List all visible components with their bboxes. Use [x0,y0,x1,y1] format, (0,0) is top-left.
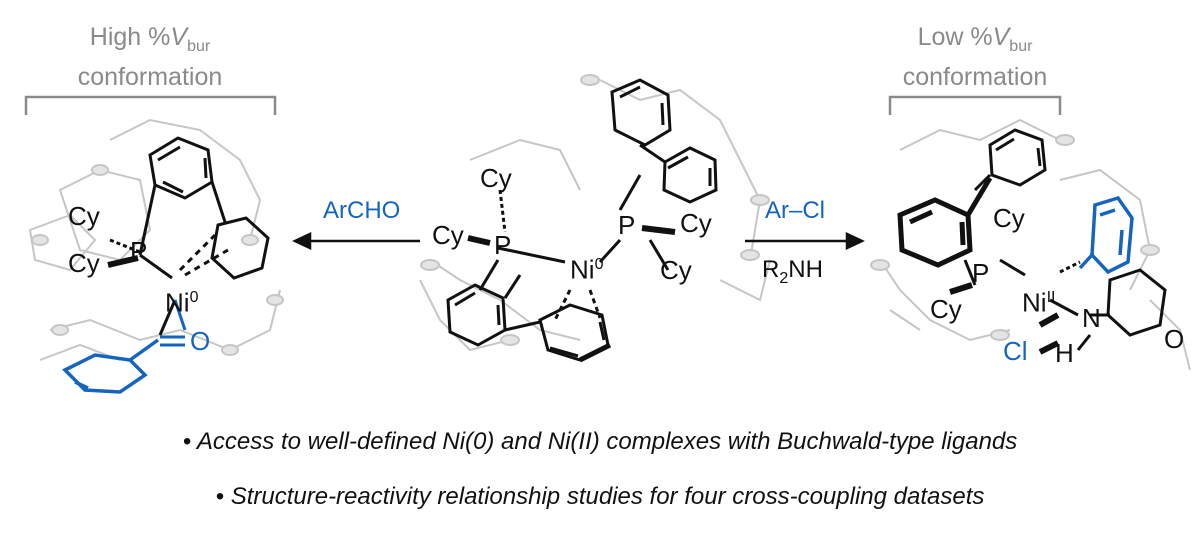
right-ni-symbol: Ni [1022,287,1047,318]
left-header-v: V [170,23,188,51]
left-ni-atom: Ni0 [165,285,198,316]
left-wedge [107,255,139,268]
center-p-left: P [494,230,512,260]
right-header: Low %Vbur conformation [855,22,1095,92]
amine-nh: NH [788,256,823,283]
right-header-prefix: Low % [917,23,993,51]
right-ni-oxidation: II [1046,289,1056,306]
right-arrow-amine: R2NH [762,256,823,288]
right-o-atom: O [1164,324,1185,354]
left-bracket [24,95,277,115]
left-ni-symbol: Ni [165,287,190,318]
left-complex-bonds [109,136,270,347]
bullet-2: • Structure-reactivity relationship stud… [215,483,985,510]
right-header-v: V [992,23,1010,51]
center-wedges [467,225,676,246]
right-complex-bonds [963,128,1167,351]
center-ni-symbol: Ni [570,254,595,285]
right-bracket [888,95,1062,115]
center-ortep-background [419,74,771,352]
left-o-atom: O [190,326,211,356]
right-header-conformation: conformation [902,63,1048,91]
right-ortep-background [870,118,1191,371]
left-cy-lower: Cy [68,248,100,278]
center-complex-bonds [446,78,718,362]
right-h-atom: H [1055,338,1074,368]
left-header-prefix: High % [89,23,171,51]
left-ortep-background [28,118,284,361]
left-cy-upper: Cy [68,201,100,231]
left-header-bur: bur [187,38,211,55]
right-arrow [745,232,865,250]
center-cy-1: Cy [480,163,512,193]
right-cl-atom: Cl [1003,336,1028,366]
center-cy-3: Cy [680,208,712,238]
left-blue-aryl [62,338,160,394]
right-p-atom: P [972,258,990,288]
left-p-atom: P [130,236,148,266]
center-ni-oxidation: 0 [594,256,604,273]
center-bold-ring [578,342,612,363]
left-header: High %Vbur conformation [30,22,270,92]
center-cy-2: Cy [432,220,464,250]
amine-subscript: 2 [779,269,789,287]
left-ni-oxidation: 0 [189,289,199,306]
right-n-atom: N [1082,303,1101,333]
bullet-1: • Access to well-defined Ni(0) and Ni(II… [182,428,1018,455]
center-ni-atom: Ni0 [570,252,603,283]
left-arrow [292,232,420,250]
right-wedges [949,282,1060,355]
right-header-bur: bur [1009,38,1033,55]
right-cy-upper: Cy [993,203,1025,233]
center-cy-4: Cy [660,255,692,285]
left-arrow-reagent: ArCHO [323,197,401,224]
right-bold-aryl [897,176,993,268]
left-header-conformation: conformation [77,63,223,91]
amine-r: R [762,256,780,283]
right-ni-atom: NiII [1022,285,1055,316]
right-arrow-reagent: Ar–Cl [765,197,826,224]
right-cy-lower: Cy [930,294,962,324]
center-p-right: P [618,210,636,240]
right-blue-aryl [1078,195,1134,275]
